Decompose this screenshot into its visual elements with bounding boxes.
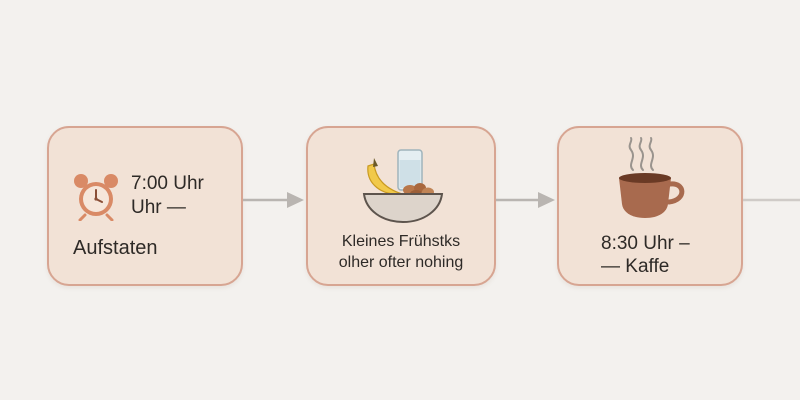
breakfast-bowl-icon xyxy=(362,149,444,224)
step-wake-up-card: 7:00 Uhr Uhr — Aufstaten xyxy=(47,126,243,286)
flow-arrow-1 xyxy=(243,192,304,208)
step-wake-up-time-cont: Uhr — xyxy=(131,197,186,218)
step-breakfast-line-2: olher ofter nohing xyxy=(338,254,464,271)
step-coffee-card: 8:30 Uhr – — Kaffe xyxy=(557,126,743,286)
coffee-cup-icon xyxy=(619,137,685,218)
step-breakfast-card: Kleines Frühstks olher ofter nohing xyxy=(306,126,496,286)
flow-arrow-trailing xyxy=(743,198,800,202)
step-wake-up-label: Aufstaten xyxy=(73,237,158,259)
flow-arrow-2 xyxy=(496,192,555,208)
step-coffee-line-1: 8:30 Uhr – xyxy=(601,233,690,254)
step-breakfast-line-1: Kleines Frühstks xyxy=(341,233,461,250)
alarm-clock-icon xyxy=(74,174,118,221)
step-coffee-line-2: — Kaffe xyxy=(601,256,670,277)
step-wake-up-time: 7:00 Uhr xyxy=(131,173,204,194)
